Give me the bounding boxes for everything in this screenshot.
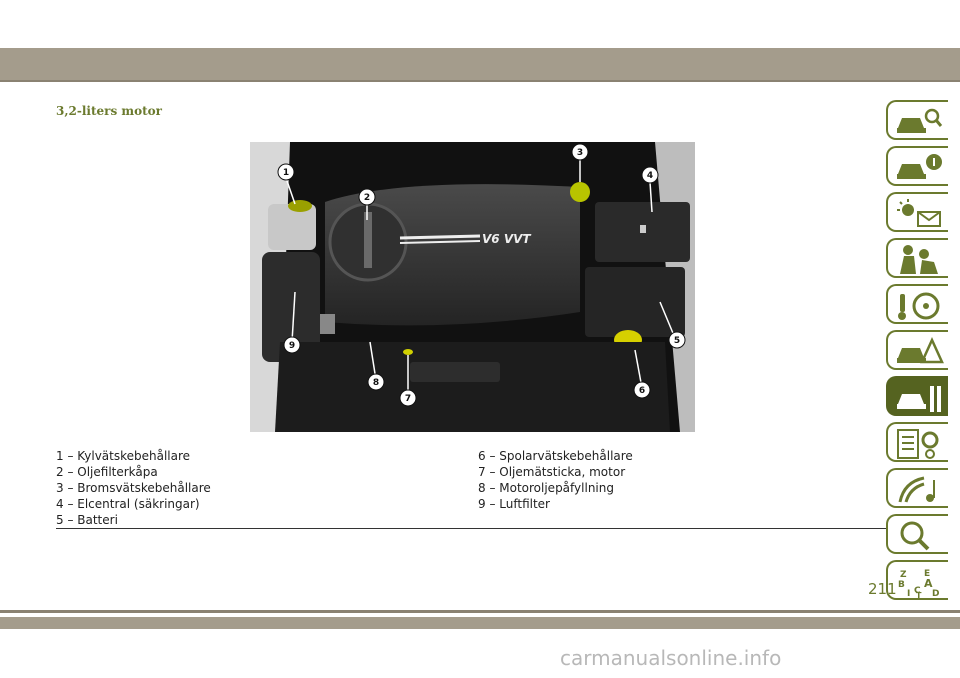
page-number: 211 (868, 580, 897, 598)
legend-item: 6 – Spolarvätskebehållare (478, 449, 633, 463)
tab-airbag-seat[interactable] (886, 238, 948, 278)
footer-rule (0, 610, 960, 613)
tab-index[interactable]: Z E B A I C T D (886, 560, 948, 600)
tab-warning-lights[interactable] (886, 192, 948, 232)
warning-lights-message-icon (897, 199, 941, 227)
index-letter: A (924, 577, 933, 590)
callout-label-3: 3 (577, 148, 583, 158)
callout-1 (277, 163, 295, 181)
callout-9 (283, 336, 301, 354)
callout-label-8: 8 (373, 378, 379, 388)
callout-4 (641, 166, 659, 184)
engine-compartment-photo: V6 VVT (250, 142, 695, 432)
callout-label-5: 5 (674, 336, 680, 346)
index-letter: B (898, 580, 905, 590)
index-letter: I (907, 589, 910, 598)
legend-item: 7 – Oljemätsticka, motor (478, 465, 626, 479)
header-rule (0, 80, 960, 82)
tab-multimedia[interactable] (886, 468, 948, 508)
watermark: carmanualsonline.info (560, 646, 782, 670)
airbag-seat-icon (900, 245, 938, 274)
callout-5 (668, 331, 686, 349)
legend-item: 1 – Kylvätskebehållare (56, 449, 191, 463)
tab-specs[interactable] (886, 422, 948, 462)
index-letter: C (914, 586, 921, 596)
index-letters-icon: Z E B A I C T D (898, 569, 939, 598)
legend-right-column: 6 – Spolarvätskebehållare 7 – Oljemätsti… (478, 448, 633, 512)
index-letter: Z (900, 570, 907, 580)
multimedia-music-icon (898, 476, 935, 503)
legend-item: 8 – Motoroljepåfyllning (478, 481, 614, 495)
car-search-icon (897, 108, 943, 133)
tab-car-info[interactable] (886, 146, 948, 186)
callout-3 (571, 143, 589, 161)
callout-8 (367, 373, 385, 391)
callout-6 (633, 381, 651, 399)
engine-badge: V6 VVT (482, 232, 531, 246)
legend-item: 9 – Luftfilter (478, 497, 550, 511)
index-letter: T (916, 591, 922, 598)
callout-label-2: 2 (364, 193, 370, 203)
callout-label-9: 9 (289, 341, 295, 351)
car-info-icon (897, 154, 942, 179)
car-hazard-icon (897, 336, 944, 364)
legend-item: 5 – Batteri (56, 513, 118, 527)
tab-steering-wheel[interactable] (886, 284, 948, 324)
legend-item: 2 – Oljefilterkåpa (56, 465, 158, 479)
steering-wheel-icon (898, 292, 940, 320)
search-magnifier-icon (900, 521, 930, 551)
callout-label-4: 4 (647, 171, 653, 181)
index-letter: E (924, 569, 930, 579)
index-letter: D (932, 589, 939, 598)
legend-divider (56, 528, 889, 529)
footer-band (0, 617, 960, 629)
legend-item: 3 – Bromsvätskebehållare (56, 481, 211, 495)
callout-label-1: 1 (283, 168, 289, 178)
header-band (0, 48, 960, 80)
legend-left-column: 1 – Kylvätskebehållare 2 – Oljefilterkåp… (56, 448, 211, 528)
callout-7 (399, 389, 417, 407)
tab-car-service[interactable] (886, 376, 948, 416)
callout-label-6: 6 (639, 386, 645, 396)
tab-search[interactable] (886, 514, 948, 554)
tab-car-search[interactable] (886, 100, 948, 140)
section-title: 3,2-liters motor (56, 104, 162, 118)
legend-item: 4 – Elcentral (säkringar) (56, 497, 200, 511)
car-service-wrench-icon (897, 386, 941, 412)
callout-label-7: 7 (405, 394, 411, 404)
callout-2 (358, 188, 376, 206)
specs-list-gear-icon (897, 429, 939, 459)
tab-car-hazard[interactable] (886, 330, 948, 370)
engine-illustration: V6 VVT (250, 142, 695, 432)
